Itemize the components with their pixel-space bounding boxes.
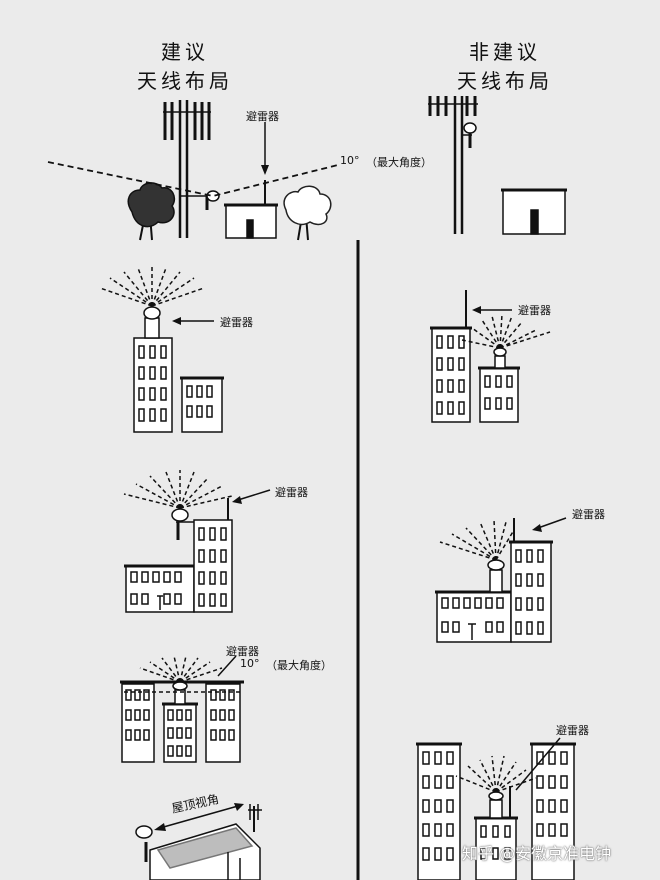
max-angle-label: （最大角度）: [366, 156, 432, 169]
angle-label: 10°: [340, 154, 360, 167]
right-scene-2: [430, 290, 551, 423]
arrester-label: 避雷器: [556, 724, 589, 737]
left-scene-5: [135, 803, 262, 880]
right-title: 非建议 天线布局: [440, 38, 570, 96]
arrester-label: 避雷器: [246, 110, 279, 123]
right-title-line1: 非建议: [469, 40, 541, 64]
left-scene-2: [99, 266, 224, 433]
right-scene-4: [416, 737, 576, 880]
right-title-line2: 天线布局: [457, 69, 553, 93]
top-left-scene: [47, 100, 339, 241]
arrester-label: 避雷器: [518, 304, 551, 317]
arrester-label: 避雷器: [220, 316, 253, 329]
left-title: 建议 天线布局: [120, 38, 250, 96]
left-title-line1: 建议: [161, 40, 209, 64]
angle-label: 10°: [240, 657, 260, 670]
tree-icon: [283, 185, 332, 241]
arrester-label: 避雷器: [275, 486, 308, 499]
tree-icon: [127, 182, 176, 241]
left-scene-3: [123, 470, 271, 613]
arrester-label: 避雷器: [226, 645, 259, 658]
arrester-label: 避雷器: [572, 508, 605, 521]
right-scene-3: [435, 517, 567, 643]
left-scene-4: [120, 655, 244, 763]
top-right-scene: [428, 96, 567, 235]
left-title-line2: 天线布局: [137, 69, 233, 93]
watermark: 知乎 @安徽京准电钟: [462, 844, 612, 863]
max-angle-label: （最大角度）: [266, 659, 332, 672]
